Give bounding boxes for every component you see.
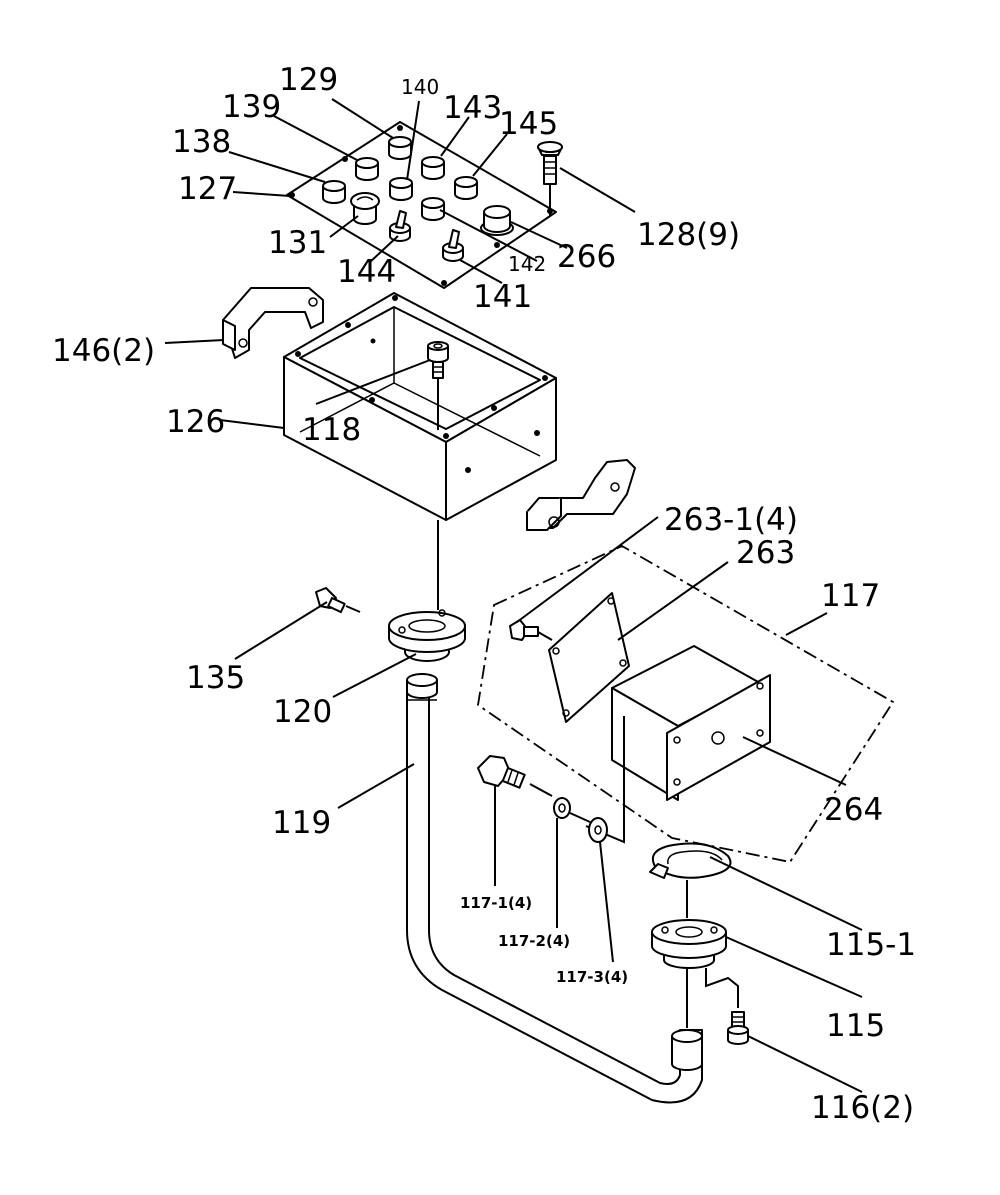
label-117-1: 117-1(4): [460, 894, 532, 912]
label-143: 143: [443, 90, 502, 126]
label-116: 116(2): [811, 1090, 914, 1126]
flange-120: [388, 609, 466, 662]
flat-washer-117-3: [588, 817, 608, 843]
button-129: [388, 136, 412, 160]
snap-ring-115-1: [649, 842, 732, 879]
button-140: [389, 177, 413, 201]
push-buttons: [322, 136, 478, 221]
terminal-box-264: [611, 645, 771, 801]
label-117-3: 117-3(4): [556, 968, 628, 986]
label-145: 145: [499, 106, 558, 142]
leader-lines: [164, 98, 863, 1093]
assembly-117-boundary: [477, 544, 895, 864]
label-119: 119: [272, 805, 331, 841]
flange-115: [651, 880, 739, 1028]
mushroom-button-131: [350, 192, 380, 225]
screw-118: [427, 341, 449, 430]
label-141: 141: [473, 279, 532, 315]
label-139: 139: [222, 89, 281, 125]
button-145: [454, 176, 478, 200]
screw-135: [315, 587, 361, 614]
label-129: 129: [279, 62, 338, 98]
enclosure-box-126: [283, 292, 557, 521]
screw-128: [537, 141, 563, 216]
selector-switch-141: [442, 229, 464, 262]
handle-146-lower: [526, 459, 636, 531]
button-266: [480, 205, 514, 236]
label-144: 144: [337, 254, 396, 290]
button-138: [322, 180, 346, 204]
button-139: [355, 157, 379, 181]
label-115-1: 115-1: [826, 927, 916, 963]
bolt-117-1: [477, 755, 553, 797]
label-263-1: 263-1(4): [664, 502, 798, 538]
button-142: [421, 197, 445, 221]
cover-plate-263: [548, 592, 630, 723]
selector-switch-144: [389, 210, 411, 242]
button-143: [421, 156, 445, 180]
label-127: 127: [178, 171, 237, 207]
label-142: 142: [508, 252, 546, 276]
screw-263-1: [509, 619, 553, 641]
label-117: 117: [821, 578, 880, 614]
handle-146-upper: [222, 287, 324, 359]
label-128: 128(9): [637, 217, 740, 253]
label-126: 126: [166, 404, 225, 440]
label-138: 138: [172, 124, 231, 160]
label-117-2: 117-2(4): [498, 932, 570, 950]
label-118: 118: [302, 412, 361, 448]
label-131: 131: [268, 225, 327, 261]
label-140: 140: [401, 75, 439, 99]
label-264: 264: [824, 792, 883, 828]
label-266: 266: [557, 239, 616, 275]
label-135: 135: [186, 660, 245, 696]
lock-washer-117-2: [553, 797, 591, 823]
label-263: 263: [736, 535, 795, 571]
callout-labels: 129 140 143 145 139 138 127 131 144 142 …: [52, 62, 916, 1126]
screw-116: [727, 1011, 749, 1045]
pipe-119: [406, 673, 703, 1104]
label-115: 115: [826, 1008, 885, 1044]
label-146: 146(2): [52, 333, 155, 369]
label-120: 120: [273, 694, 332, 730]
